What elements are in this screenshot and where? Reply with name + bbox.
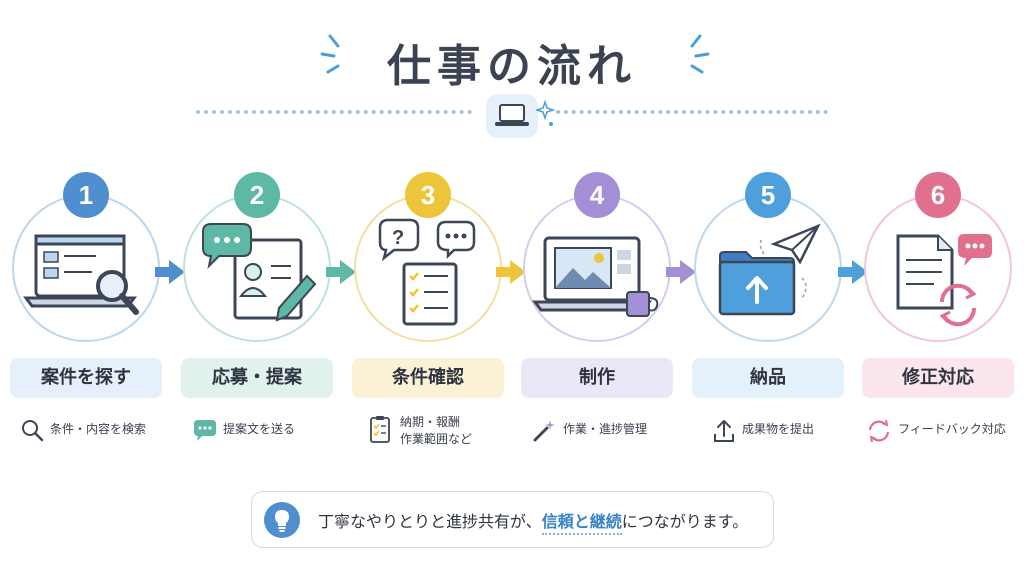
- svg-text:?: ?: [392, 227, 404, 249]
- step-1: 1 案件を探す 条件・内容を検索: [0, 168, 172, 458]
- magic-wand-icon: [533, 420, 555, 442]
- folder-paper-plane-icon: [718, 223, 821, 316]
- step-4-label: 制作: [521, 358, 673, 398]
- step-2-number: 2: [234, 172, 280, 218]
- arrow-5-icon: [838, 260, 868, 284]
- step-4-sub: 作業・進捗管理: [531, 418, 691, 444]
- step-3-label: 条件確認: [352, 358, 504, 398]
- arrow-1-icon: [155, 260, 185, 284]
- sparkle-icon: [536, 100, 556, 126]
- step-4-sub-text: 作業・進捗管理: [563, 422, 648, 436]
- question-checklist-icon: ?: [378, 218, 476, 326]
- step-2-label: 応募・提案: [181, 358, 333, 398]
- step-5: 5 納品 成果物を提出: [682, 168, 854, 458]
- step-1-label: 案件を探す: [10, 358, 162, 398]
- step-2-sub: 提案文を送る: [191, 418, 351, 442]
- laptop-image-mug-icon: [532, 236, 659, 317]
- upload-icon: [714, 420, 734, 442]
- step-3-number: 3: [405, 172, 451, 218]
- step-5-number: 5: [745, 172, 791, 218]
- step-6-sub: フィードバック対応: [866, 418, 1024, 444]
- divider-left: [196, 110, 472, 114]
- profile-pen-icon: [202, 223, 317, 322]
- document-refresh-icon: [896, 234, 992, 327]
- note-text-before: 丁寧なやりとりと進捗共有が、: [318, 511, 542, 531]
- checklist-icon: [370, 416, 390, 443]
- refresh-icon: [868, 419, 890, 443]
- lightbulb-icon: [264, 501, 300, 538]
- note-box: 丁寧なやりとりと進捗共有が、信頼と継続につながります。: [251, 491, 774, 548]
- arrow-3-icon: [496, 260, 526, 284]
- arrow-2-icon: [326, 260, 356, 284]
- note-text-after: につながります。: [621, 511, 749, 531]
- laptop-icon: [495, 104, 529, 126]
- step-2-sub-text: 提案文を送る: [223, 422, 296, 436]
- laptop-search-icon: [23, 234, 139, 315]
- step-1-number: 1: [63, 172, 109, 218]
- laptop-badge: [486, 94, 538, 138]
- arrow-4-icon: [666, 260, 696, 284]
- step-5-label: 納品: [692, 358, 844, 398]
- step-5-sub-text: 成果物を提出: [742, 422, 815, 436]
- chat-bubble-icon: [194, 420, 216, 441]
- step-4: 4 制作 作業・進捗管理: [511, 168, 683, 458]
- step-1-sub: 条件・内容を検索: [20, 418, 180, 442]
- step-4-number: 4: [574, 172, 620, 218]
- page-title: 仕事の流れ: [387, 41, 637, 92]
- step-6-label: 修正対応: [862, 358, 1014, 398]
- magnifier-icon: [22, 420, 44, 442]
- note-highlight: 信頼と継続: [541, 511, 622, 535]
- title-sparkle-right-icon: [690, 34, 710, 74]
- step-2: 2 応募・提案 提案文を送る: [171, 168, 343, 458]
- step-6: 6 修正対応 フィードバック対応: [852, 168, 1024, 458]
- step-5-sub: 成果物を提出: [712, 418, 872, 444]
- step-6-number: 6: [915, 172, 961, 218]
- note-message: 丁寧なやりとりと進捗共有が、信頼と継続につながります。: [318, 508, 749, 535]
- step-3-sub: 納期・報酬 作業範囲など: [368, 414, 528, 448]
- title-sparkle-left-icon: [320, 34, 340, 74]
- step-1-sub-text: 条件・内容を検索: [50, 422, 147, 436]
- step-6-sub-text: フィードバック対応: [898, 422, 1006, 436]
- step-3: 3 ? 条件確認 納期・報酬 作業範囲など: [342, 168, 514, 458]
- divider-right: [556, 110, 828, 114]
- step-3-sub-text: 納期・報酬 作業範囲など: [400, 415, 473, 446]
